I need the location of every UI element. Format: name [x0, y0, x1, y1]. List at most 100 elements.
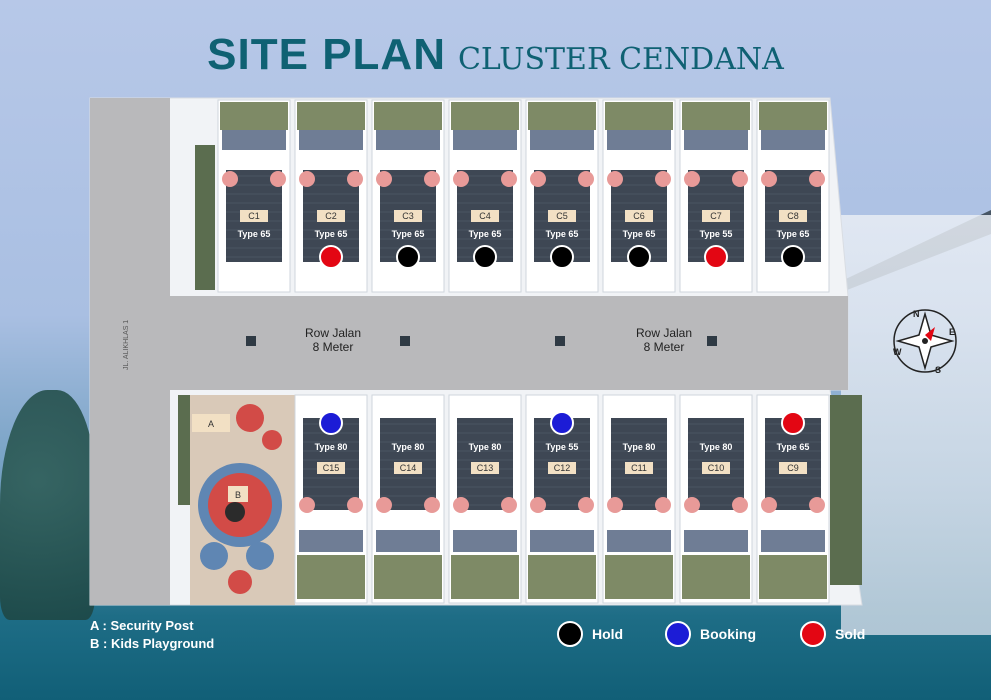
garden: [451, 102, 519, 130]
playground-pit: [225, 502, 245, 522]
unit-id: C15: [323, 463, 340, 473]
facility-a-label: A: [208, 419, 214, 429]
tree: [761, 171, 777, 187]
unit-id-box: [317, 210, 345, 222]
status-hold-icon: [627, 245, 651, 269]
status-sold-icon: [319, 245, 343, 269]
compass-w: W: [893, 347, 902, 357]
unit-id-box: [702, 210, 730, 222]
status-hold-icon: [550, 245, 574, 269]
unit-id-box: [548, 462, 576, 474]
drain: [400, 336, 410, 346]
road-label-line1: Row Jalan: [305, 326, 361, 340]
tree: [809, 171, 825, 187]
terrace: [376, 130, 440, 150]
green-strip: [830, 395, 862, 585]
garden: [297, 102, 365, 130]
main-road: [90, 296, 848, 390]
tree: [655, 171, 671, 187]
unit-c11[interactable]: C11 Type 80: [602, 394, 676, 604]
tree: [607, 497, 623, 513]
tree: [222, 171, 238, 187]
status-hold-icon: [396, 245, 420, 269]
tree: [424, 497, 440, 513]
unit-id-box: [394, 462, 422, 474]
garden: [759, 555, 827, 599]
playground-circle: [262, 430, 282, 450]
terrace: [761, 530, 825, 552]
garden: [374, 102, 442, 130]
unit-id-box: [625, 210, 653, 222]
tree: [299, 497, 315, 513]
garden: [297, 555, 365, 599]
tree: [299, 171, 315, 187]
tree: [270, 171, 286, 187]
tree: [453, 171, 469, 187]
unit-type: Type 80: [469, 442, 502, 452]
unit-id-box: [625, 462, 653, 474]
terrace: [222, 130, 286, 150]
unit-id: C8: [787, 211, 799, 221]
unit-type: Type 65: [546, 229, 579, 239]
legend-sold-label: Sold: [835, 626, 866, 642]
drain: [555, 336, 565, 346]
tree: [607, 171, 623, 187]
unit-id-box: [394, 210, 422, 222]
status-booking-icon: [550, 411, 574, 435]
compass-e: E: [949, 327, 955, 337]
unit-type: Type 65: [777, 442, 810, 452]
unit-type: Type 65: [777, 229, 810, 239]
tree: [578, 497, 594, 513]
green-strip: [195, 145, 215, 290]
unit-id: C3: [402, 211, 414, 221]
garden: [451, 555, 519, 599]
terrace: [453, 530, 517, 552]
tree: [655, 497, 671, 513]
booking-dot-icon: [665, 621, 691, 647]
unit-id: C11: [631, 463, 647, 473]
tree: [501, 171, 517, 187]
tree: [732, 497, 748, 513]
background-building: [841, 215, 991, 635]
terrace: [299, 130, 363, 150]
unit-type: Type 65: [392, 229, 425, 239]
terrace: [530, 530, 594, 552]
compass-n: N: [913, 309, 920, 319]
garden: [605, 555, 673, 599]
unit-id: C2: [325, 211, 337, 221]
unit-id-box: [317, 462, 345, 474]
note-kids-playground: B : Kids Playground: [90, 636, 215, 651]
terrace: [299, 530, 363, 552]
tree: [809, 497, 825, 513]
garden: [528, 102, 596, 130]
playground-circle: [236, 404, 264, 432]
tree: [453, 497, 469, 513]
garden: [528, 555, 596, 599]
security-post: [192, 414, 230, 432]
side-road-label: JL. ALIKHLAS 1: [123, 320, 130, 370]
tree: [684, 171, 700, 187]
unit-id-box: [471, 210, 499, 222]
garden: [374, 555, 442, 599]
unit-type: Type 80: [623, 442, 656, 452]
status-sold-icon: [781, 411, 805, 435]
tree: [578, 171, 594, 187]
unit-type: Type 65: [623, 229, 656, 239]
terrace: [453, 130, 517, 150]
tree: [347, 497, 363, 513]
